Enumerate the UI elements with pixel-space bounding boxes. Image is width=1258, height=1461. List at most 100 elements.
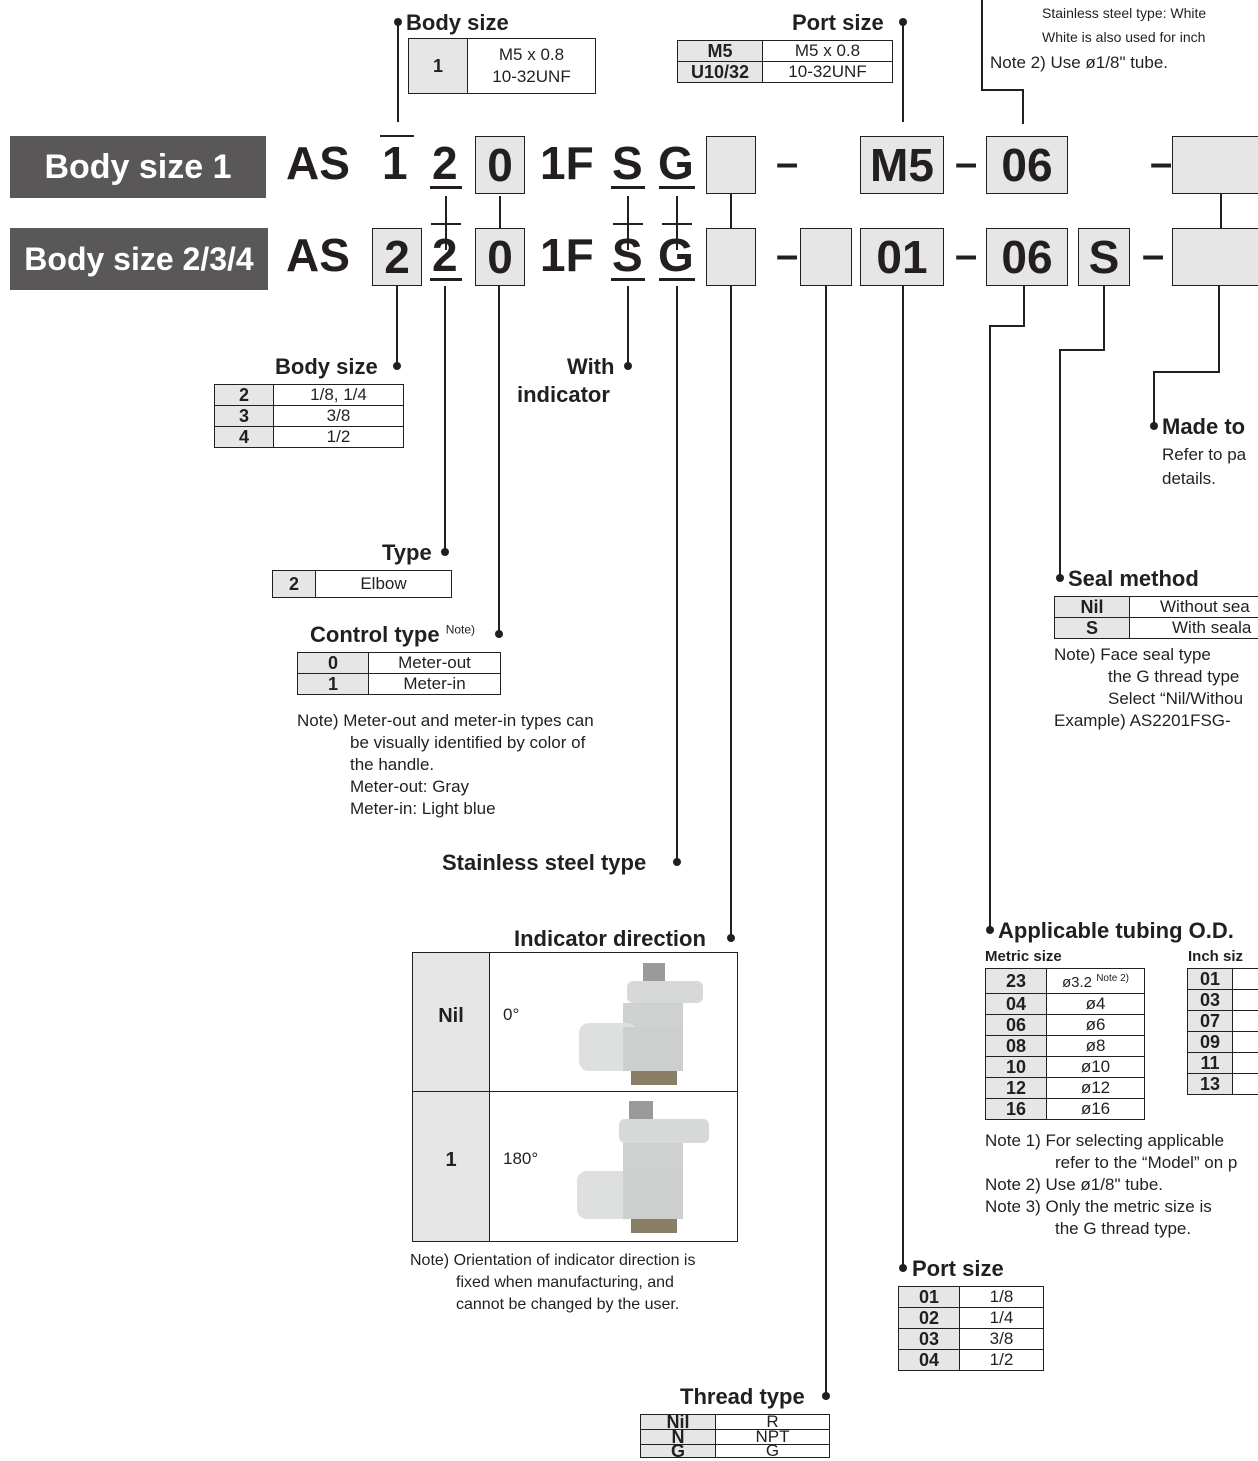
model-prefix: AS	[286, 224, 350, 286]
control-note-2: be visually identified by color of	[350, 732, 585, 754]
code-seal: S	[1078, 228, 1130, 286]
port-size-1-table: M5 M5 x 0.8 U10/32 10-32UNF	[677, 40, 893, 83]
underline	[611, 278, 645, 281]
underline	[659, 278, 695, 281]
body-size-1-title: Body size	[406, 10, 509, 36]
code-control-type: 0	[475, 136, 525, 194]
stainless-title: Stainless steel type	[442, 850, 646, 876]
code-made-to-order	[1172, 228, 1258, 286]
code-made-to-order	[1172, 136, 1258, 194]
code-type: 2	[432, 224, 458, 286]
top-note-2: Note 2) Use ø1/8" tube.	[990, 52, 1168, 74]
tubing-note-2: Note 2) Use ø1/8" tube.	[985, 1174, 1163, 1196]
code-indicator-direction	[706, 136, 756, 194]
table-row: M5 M5 x 0.8	[678, 41, 893, 62]
indicator-direction-title: Indicator direction	[514, 926, 706, 952]
body-size-1-table: 1 M5 x 0.8 10-32UNF	[408, 38, 596, 94]
inch-size-label: Inch siz	[1188, 948, 1243, 965]
made-to-order-line1: Refer to pa	[1162, 444, 1246, 466]
table-row: 1 M5 x 0.8 10-32UNF	[409, 39, 596, 94]
code-body-size: 1	[382, 132, 408, 194]
table-row: 08ø8	[986, 1036, 1145, 1057]
table-row: 07	[1188, 1011, 1258, 1032]
body-size-1-thread-unf: 10-32UNF	[468, 66, 595, 88]
code-tubing: 06	[986, 228, 1068, 286]
port-code: U10/32	[678, 62, 763, 83]
model-prefix: AS	[286, 132, 350, 194]
code-series: 1F	[540, 132, 594, 194]
direction-note-3: cannot be changed by the user.	[456, 1294, 679, 1316]
type-table: 2Elbow	[272, 570, 452, 598]
direction-code: Nil	[413, 1005, 489, 1028]
table-row: 01	[1188, 969, 1258, 990]
code-stainless: G	[658, 224, 694, 286]
table-row: 13	[1188, 1074, 1258, 1095]
seal-note-1: Note) Face seal type	[1054, 644, 1211, 666]
body-size-1-code: 1	[409, 39, 468, 94]
note-mark: Note 2)	[1096, 973, 1129, 984]
tubing-note-3b: the G thread type.	[1055, 1218, 1191, 1240]
code-port-size: M5	[860, 136, 944, 194]
top-note-line1: Stainless steel type: White	[1042, 4, 1206, 22]
body-size-1-thread: M5 x 0.8	[468, 44, 595, 66]
body-size-234-band: Body size 2/3/4	[10, 228, 268, 290]
metric-tubing-table: 23ø3.2 Note 2) 04ø4 06ø6 08ø8 10ø10 12ø1…	[985, 968, 1145, 1120]
port-code: M5	[678, 41, 763, 62]
valve-photo-0deg	[571, 961, 711, 1085]
direction-note-1: Note) Orientation of indicator direction…	[410, 1250, 695, 1272]
control-type-title: Control type Note)	[310, 622, 475, 648]
code-body-size: 2	[372, 228, 422, 286]
underline	[611, 186, 645, 189]
control-note-4: Meter-out: Gray	[350, 776, 469, 798]
tubing-note-1b: refer to the “Model” on p	[1055, 1152, 1237, 1174]
table-row: 11	[1188, 1053, 1258, 1074]
port-size-1-title: Port size	[792, 10, 884, 36]
table-row: 09	[1188, 1032, 1258, 1053]
code-stainless: G	[658, 132, 694, 194]
hyphen: –	[1142, 224, 1164, 286]
code-indicator-direction	[706, 228, 756, 286]
hyphen: –	[776, 132, 798, 194]
underline	[659, 186, 695, 189]
with-indicator-title-2: indicator	[517, 382, 610, 408]
code-indicator: S	[612, 224, 643, 286]
code-series: 1F	[540, 224, 594, 286]
hyphen: –	[776, 224, 798, 286]
seal-note-3: Select “Nil/Withou	[1108, 688, 1243, 710]
direction-angle: 0°	[503, 1005, 519, 1025]
seal-method-title: Seal method	[1068, 566, 1199, 592]
code-tubing: 06	[986, 136, 1068, 194]
underline	[430, 278, 462, 281]
body-size-234-title: Body size	[275, 354, 378, 380]
tubing-note-3: Note 3) Only the metric size is	[985, 1196, 1212, 1218]
table-row: 03	[1188, 990, 1258, 1011]
top-note-line2: White is also used for inch	[1042, 28, 1205, 46]
hyphen: –	[1150, 132, 1172, 194]
tubing-note-1: Note 1) For selecting applicable	[985, 1130, 1224, 1152]
control-note-5: Meter-in: Light blue	[350, 798, 496, 820]
table-row: NilR	[641, 1415, 830, 1430]
thread-type-title: Thread type	[680, 1384, 805, 1410]
table-row: 041/2	[899, 1350, 1044, 1371]
control-note-1: Note) Meter-out and meter-in types can	[297, 710, 594, 732]
table-row: 41/2	[215, 427, 404, 448]
valve-photo-180deg	[571, 1099, 711, 1235]
code-control-type: 0	[475, 228, 525, 286]
metric-size-label: Metric size	[985, 948, 1062, 965]
inch-tubing-table: 01 03 07 09 11 13	[1187, 968, 1258, 1095]
hyphen: –	[955, 224, 977, 286]
tubing-title: Applicable tubing O.D.	[998, 918, 1234, 944]
